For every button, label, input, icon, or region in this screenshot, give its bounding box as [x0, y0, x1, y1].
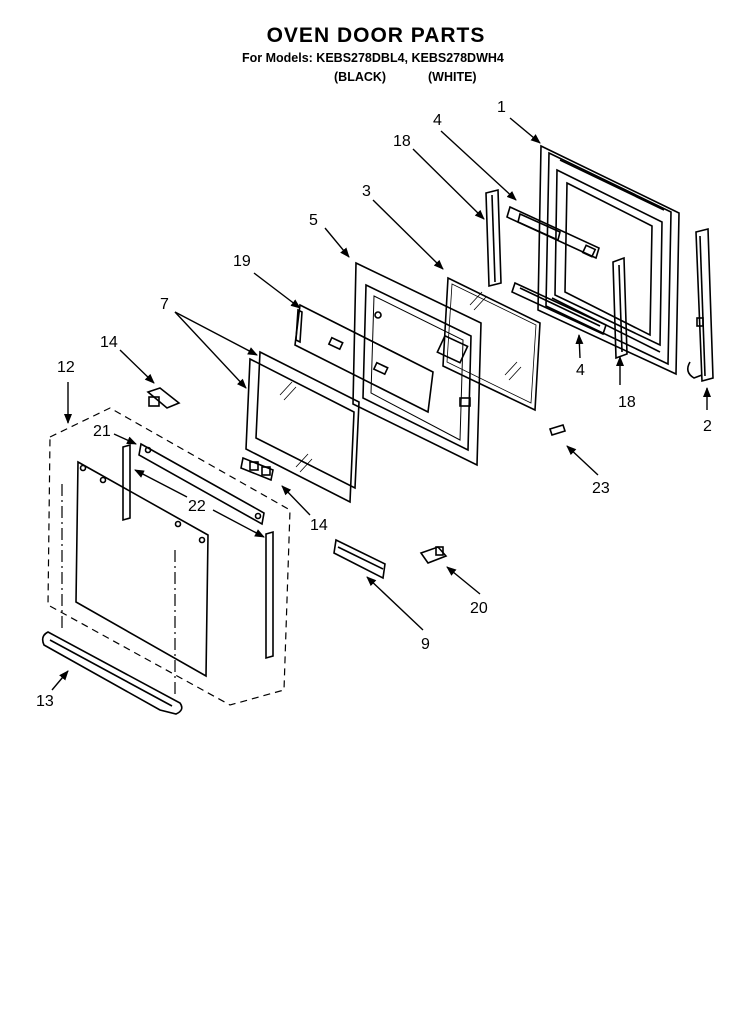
part-5-inner-frame — [352, 261, 482, 467]
part-12-door-panel-assembly — [47, 407, 291, 706]
callout-5: 5 — [309, 212, 318, 229]
callout-13: 13 — [36, 693, 54, 710]
callout-4-lower: 4 — [576, 362, 585, 379]
part-7-glass-panels — [245, 350, 360, 504]
callout-labels: 1 2 3 4 4 5 7 9 12 13 14 14 18 18 19 20 … — [36, 99, 712, 710]
variant-white-label: (WHITE) — [428, 70, 477, 84]
part-22-side-strip — [265, 530, 274, 660]
models-subtitle: For Models: KEBS278DBL4, KEBS278DWH4 — [242, 51, 504, 65]
callout-18-upper: 18 — [393, 133, 411, 150]
callout-14-lower: 14 — [310, 517, 328, 534]
part-9-vent — [333, 538, 386, 580]
callout-20: 20 — [470, 600, 488, 617]
callout-2: 2 — [703, 418, 712, 435]
diagram-title: OVEN DOOR PARTS — [266, 24, 486, 47]
part-21-top-trim — [122, 442, 265, 526]
part-14-clip-lower — [240, 456, 274, 482]
callout-19: 19 — [233, 253, 251, 270]
part-14-clip-upper — [146, 387, 181, 409]
callout-18-lower: 18 — [618, 394, 636, 411]
callout-14-upper: 14 — [100, 334, 118, 351]
variant-black-label: (BLACK) — [334, 70, 387, 84]
callout-4-upper: 4 — [433, 112, 442, 129]
callout-12: 12 — [57, 359, 75, 376]
part-23-small-clip — [548, 424, 567, 436]
callout-22: 22 — [188, 498, 206, 515]
callout-1: 1 — [497, 99, 506, 116]
callout-21: 21 — [93, 423, 111, 440]
part-4-bracket-upper — [506, 205, 600, 260]
part-18-strip-right — [612, 256, 628, 360]
leader-lines — [51, 117, 711, 691]
part-2-side-rail — [686, 227, 714, 383]
part-13-handle — [41, 631, 183, 715]
part-19-heat-shield — [294, 303, 434, 414]
part-1-door-frame — [537, 144, 680, 376]
callout-9: 9 — [421, 636, 430, 653]
callout-23: 23 — [592, 480, 610, 497]
part-20-latch — [419, 546, 448, 564]
part-18-strip-left — [485, 188, 502, 288]
part-4-bracket-lower — [511, 281, 607, 336]
callout-7: 7 — [160, 296, 169, 313]
callout-3: 3 — [362, 183, 371, 200]
